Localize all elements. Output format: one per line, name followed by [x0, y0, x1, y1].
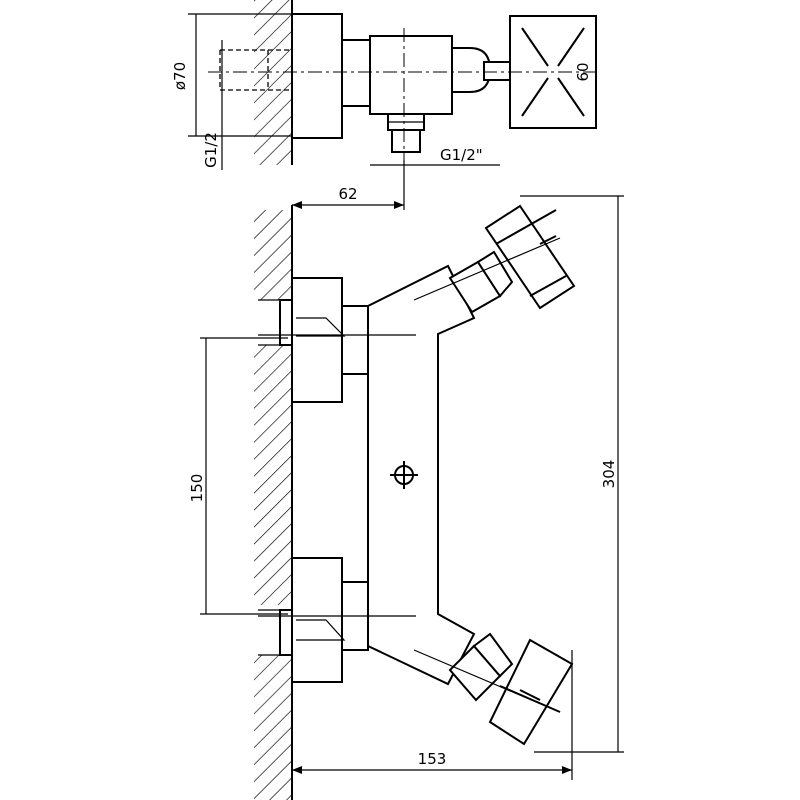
dim-outlet-thread: G1/2"	[370, 146, 500, 166]
wall-section-top	[254, 0, 292, 165]
dim-handle-height: 60	[574, 62, 592, 81]
dim-inlet-thread-label: G1/2	[202, 132, 220, 168]
dim-center-distance: 150	[188, 337, 288, 615]
top-handle-cross-lines	[521, 27, 585, 117]
side-view: 150 304 153	[188, 195, 624, 800]
dim-outlet-thread-label: G1/2"	[440, 146, 483, 164]
dim-handle-height-label: 60	[574, 62, 592, 81]
dim-inlet-thread: G1/2	[202, 40, 223, 170]
wall-section-upper	[254, 210, 292, 300]
top-flange	[291, 13, 343, 139]
dim-total-height-label: 304	[600, 460, 618, 489]
dim-total-depth-label: 153	[418, 750, 447, 768]
dim-depth-top: 62	[292, 160, 405, 210]
dim-diameter-label: ø70	[171, 62, 189, 90]
dim-total-height: 304	[520, 195, 624, 753]
top-centerlines	[208, 28, 596, 160]
dim-diameter: ø70	[171, 13, 292, 137]
mounting-center-mark	[390, 461, 418, 489]
top-spindle	[483, 61, 513, 81]
top-view: ø70 G1/2 G1/2" 60 62	[171, 0, 597, 210]
wall-section-middle	[254, 345, 292, 605]
dim-center-distance-label: 150	[188, 474, 206, 503]
lower-wall-connection	[258, 557, 369, 683]
upper-cross-handle	[484, 204, 576, 310]
dim-depth-top-label: 62	[338, 185, 357, 203]
side-centerlines	[258, 237, 561, 713]
top-wall-fitting	[219, 49, 290, 91]
upper-wall-connection	[258, 277, 369, 403]
top-valve-body	[369, 35, 453, 115]
top-body	[341, 39, 371, 107]
top-outlet-nipple	[391, 129, 421, 153]
mixer-body	[367, 264, 476, 686]
wall-section-lower	[254, 655, 292, 800]
dim-total-depth: 153	[292, 650, 573, 780]
upper-valve	[448, 250, 514, 314]
lower-valve	[448, 632, 514, 702]
